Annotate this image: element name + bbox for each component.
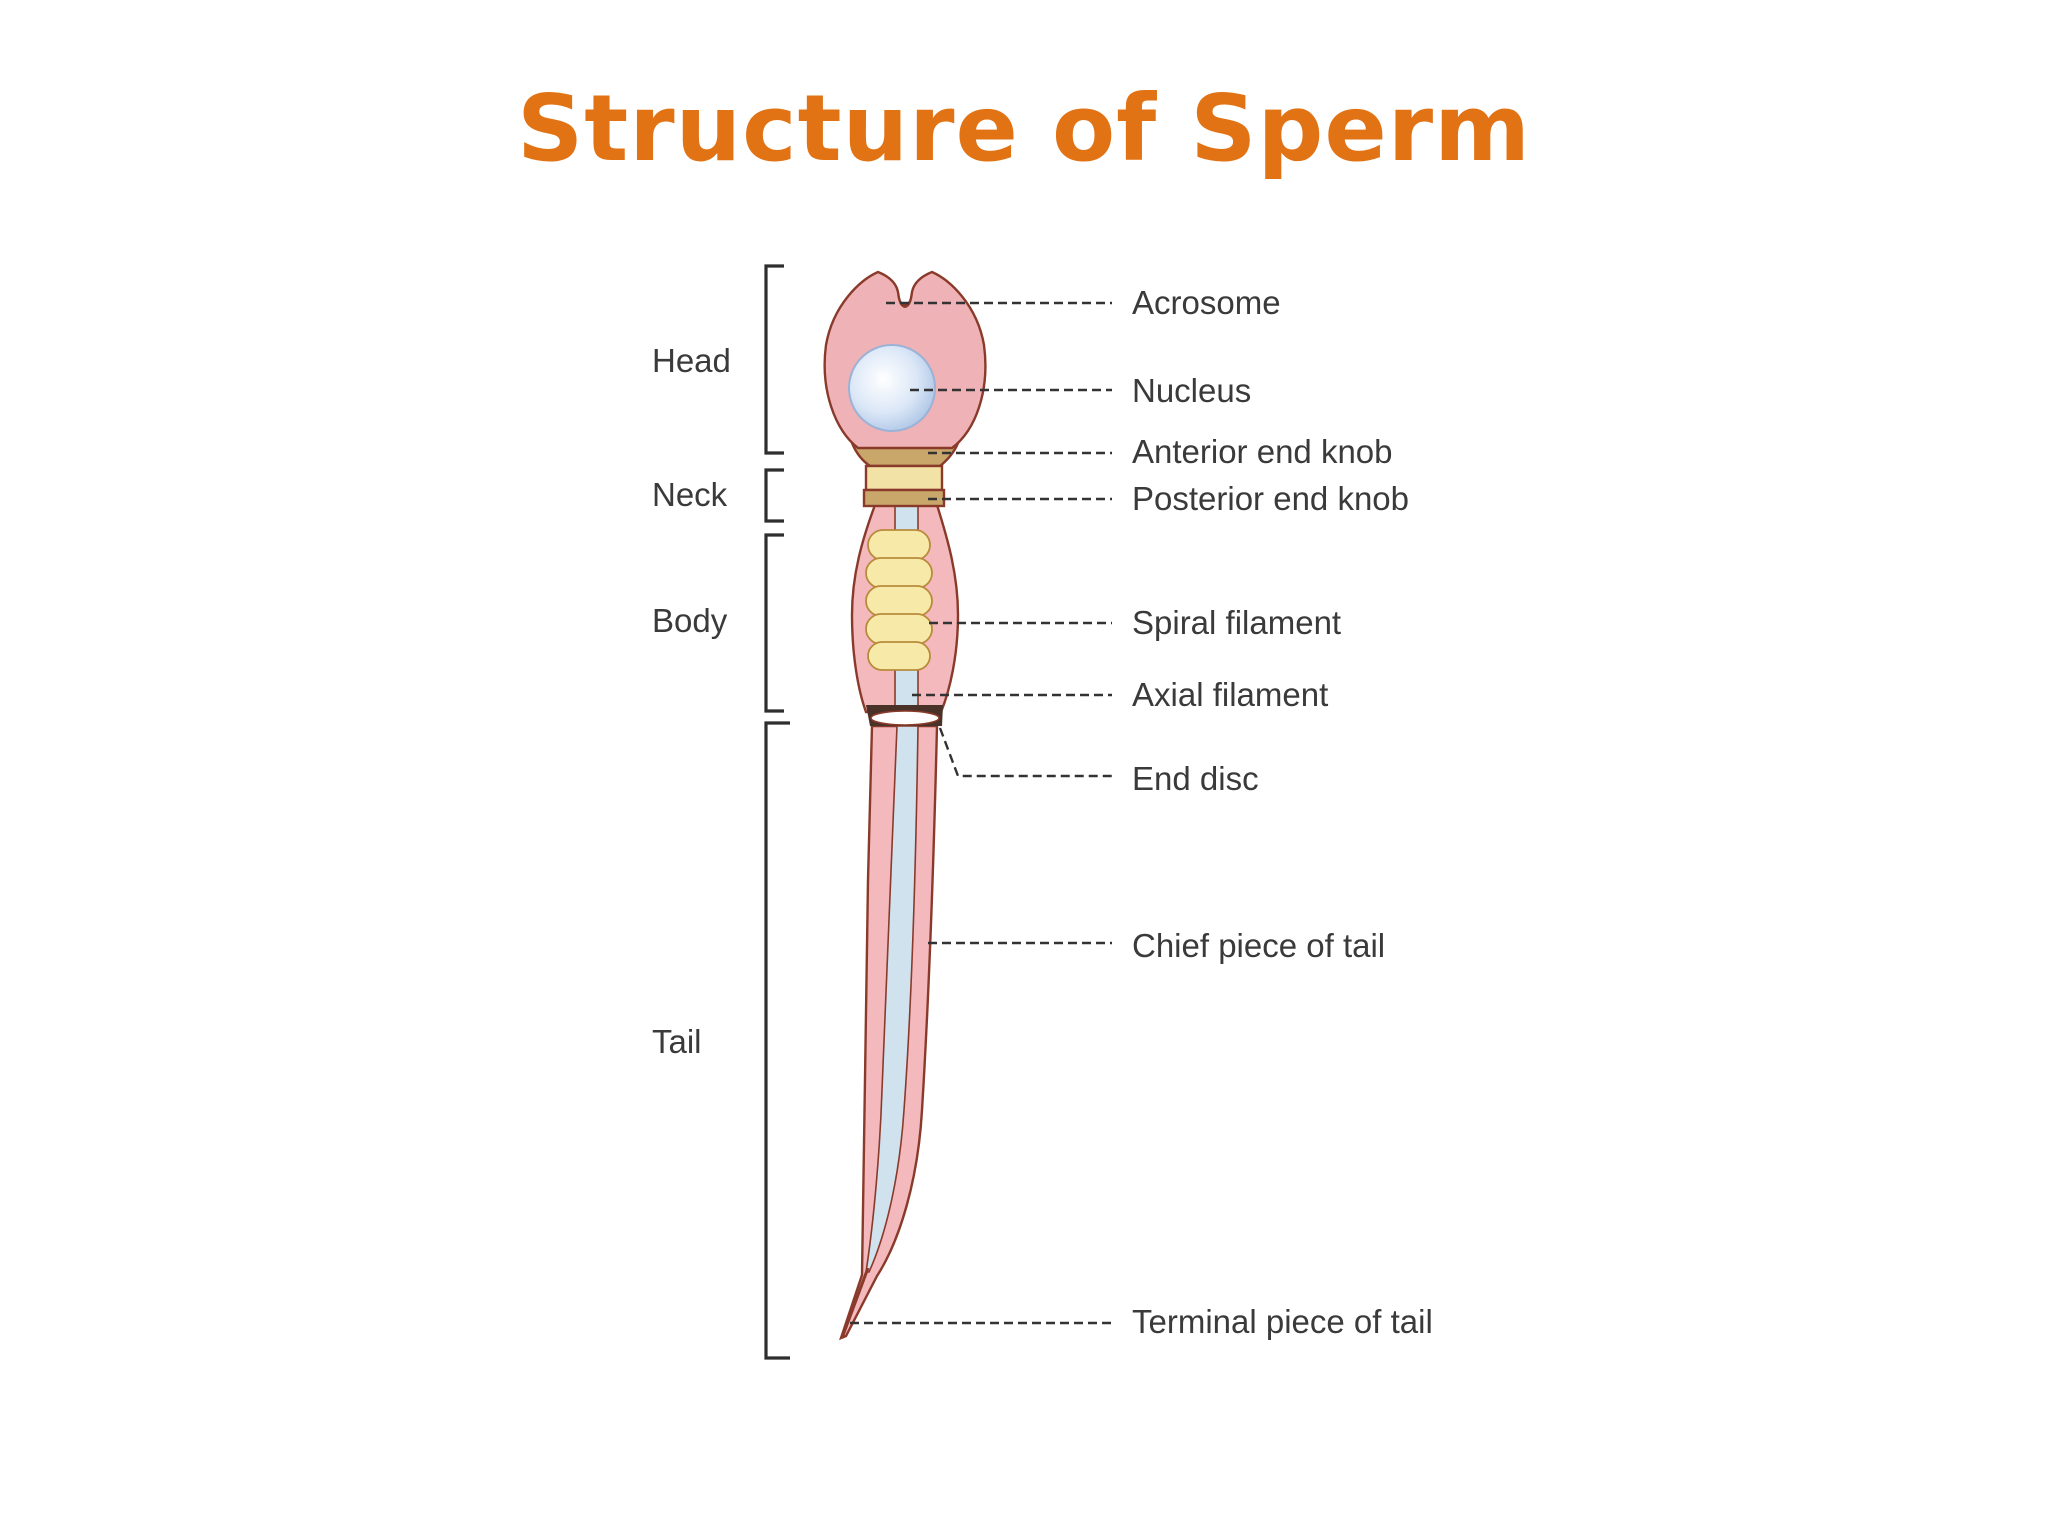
label-chief-piece-of-tail: Chief piece of tail xyxy=(1132,927,1385,964)
label-axial-filament: Axial filament xyxy=(1132,676,1328,713)
label-posterior-end-knob: Posterior end knob xyxy=(1132,480,1409,517)
neck-band-middle xyxy=(864,464,944,492)
label-terminal-piece-of-tail: Terminal piece of tail xyxy=(1132,1303,1433,1340)
label-anterior-end-knob: Anterior end knob xyxy=(1132,433,1393,470)
head-bracket xyxy=(764,264,784,455)
page-title: Structure of Sperm xyxy=(517,75,1531,182)
spiral-filament-coils xyxy=(865,529,933,671)
sperm-illustration xyxy=(823,270,987,1341)
region-label-body: Body xyxy=(652,602,728,639)
region-label-tail: Tail xyxy=(652,1023,702,1060)
neck-bracket xyxy=(764,468,784,523)
leader-lines xyxy=(850,301,1112,1325)
label-acrosome: Acrosome xyxy=(1132,284,1281,321)
nucleus xyxy=(848,344,936,432)
tail-bracket xyxy=(764,721,790,1360)
label-end-disc: End disc xyxy=(1132,760,1259,797)
end-disc-face xyxy=(870,710,940,726)
label-nucleus: Nucleus xyxy=(1132,372,1251,409)
body-bracket xyxy=(764,533,784,713)
label-spiral-filament: Spiral filament xyxy=(1132,604,1341,641)
region-label-head: Head xyxy=(652,342,731,379)
acrosome-notch xyxy=(897,291,913,309)
region-label-neck: Neck xyxy=(652,476,728,513)
terminal-piece xyxy=(840,1267,870,1339)
leader-end-disc xyxy=(938,727,1112,778)
